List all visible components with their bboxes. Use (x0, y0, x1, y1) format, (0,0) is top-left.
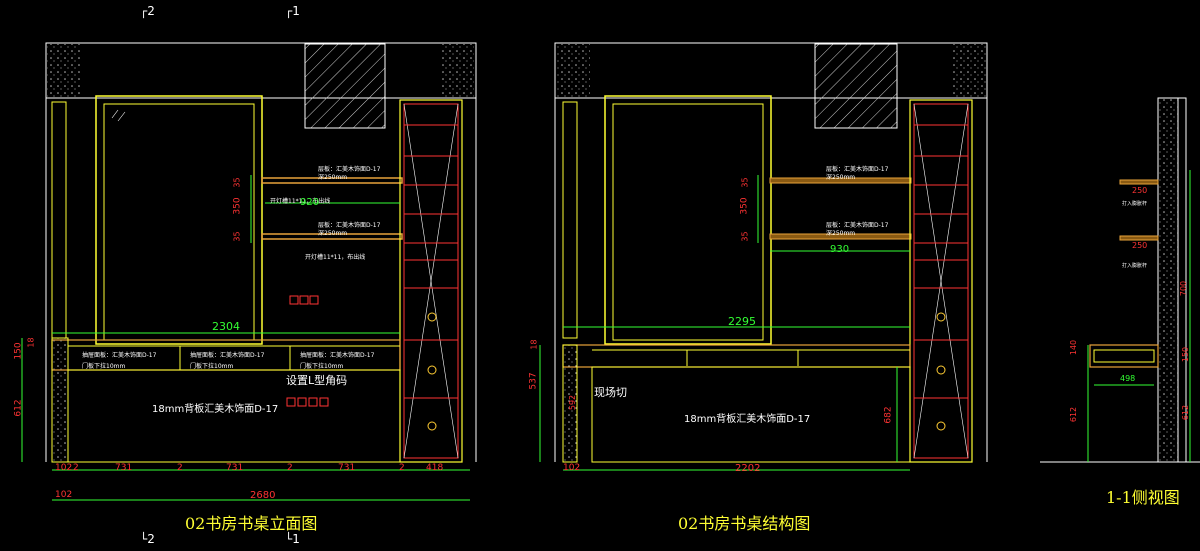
shelf-spec-note-2: 层板：汇美木饰面D-17 (318, 222, 381, 229)
struct-shelf-spec: 层板：汇美木饰面D-17 (826, 166, 889, 173)
structure-title: 02书房书桌结构图 (678, 514, 811, 533)
side-title: 1-1侧视图 (1106, 488, 1180, 507)
dim-2304: 2304 (212, 320, 240, 333)
structure-view (539, 42, 988, 471)
wall-concrete (47, 44, 81, 98)
shelf-depth-note-2: 深250mm (318, 230, 348, 237)
dim-498: 498 (1120, 374, 1136, 383)
struct-dim-102: 102 (563, 463, 581, 473)
struct-shelf-spec-2: 层板：汇美木饰面D-17 (826, 222, 889, 229)
dim-418: 418 (426, 463, 444, 473)
l-corner-note: 设置L型角码 (286, 374, 348, 387)
section-mark-2-number: 2 (147, 4, 155, 18)
shelf-upper-struct (769, 177, 912, 184)
wall-column (304, 43, 386, 129)
section-mark-2-top: ┌2 (140, 4, 155, 18)
shelf-depth-note: 深250mm (318, 174, 348, 181)
dim-731-b: 731 (226, 463, 244, 473)
window-glass (103, 103, 255, 341)
dim-102: 102 (55, 463, 73, 473)
dim-930: 930 (830, 244, 850, 255)
drawer-spec-3: 抽屉面板：汇美木饰面D-17 (300, 352, 375, 359)
dim-2-c: 2 (287, 463, 293, 473)
dim-35-b: 35 (232, 231, 242, 242)
window-frame (95, 95, 263, 345)
drawer-gap-2: 门板下拉10mm (190, 363, 234, 370)
section-mark-1-number: 1 (292, 4, 300, 18)
groove-note-2: 开灯槽11*11，布出线 (305, 254, 366, 261)
side-desk (1089, 344, 1159, 368)
dim-150: 150 (13, 342, 24, 360)
elevation-title: 02书房书桌立面图 (185, 514, 318, 533)
side-shelf-1 (1119, 179, 1159, 185)
dim-2202: 2202 (735, 463, 761, 474)
wall-concrete-right (440, 44, 474, 98)
groove-note-1: 开灯槽11*11，布出线 (270, 198, 331, 205)
screw-note-1: 打入膨胀杆 (1122, 201, 1148, 207)
dim-2-b: 2 (177, 463, 183, 473)
dim-350: 350 (232, 197, 243, 215)
knob (427, 312, 437, 322)
site-cut-note: 现场切 (594, 386, 627, 399)
section-mark-2-number-bottom: 2 (147, 532, 155, 546)
side-dim-612: 612 (1181, 404, 1191, 421)
drawer-spec-1: 抽屉面板：汇美木饰面D-17 (82, 352, 157, 359)
dim-592: 592 (568, 394, 578, 411)
dim-2-a: 2 (73, 463, 79, 473)
side-dim-250-a: 250 (1132, 186, 1148, 195)
dim-682: 682 (883, 406, 894, 424)
drawer-gap-3: 门板下拉10mm (300, 363, 344, 370)
back-panel-note: 18mm背板汇美木饰面D-17 (152, 404, 279, 415)
dim-731-a: 731 (115, 463, 133, 473)
struct-back-panel-note: 18mm背板汇美木饰面D-17 (684, 414, 811, 425)
ceiling-outline-2 (554, 42, 988, 99)
struct-dim-35-b: 35 (740, 231, 750, 242)
shelf-upper (261, 177, 403, 184)
side-dim-612-left: 612 (1069, 406, 1079, 423)
dim-700: 700 (1179, 280, 1189, 297)
struct-dim-350: 350 (739, 197, 750, 215)
drawer-gap-1: 门板下拉10mm (82, 363, 126, 370)
section-mark-1-bottom: └1 (285, 532, 300, 546)
elevation-view (21, 42, 477, 501)
dim-18: 18 (26, 337, 36, 348)
shelf-lower (261, 233, 403, 240)
struct-shelf-depth: 深250mm (826, 174, 856, 181)
section-mark-1-top: ┌1 (285, 4, 300, 18)
shelf-spec-note: 层板：汇美木饰面D-17 (318, 166, 381, 173)
dim-2295: 2295 (728, 315, 756, 328)
dim-2680: 2680 (250, 490, 276, 501)
dim-920: 920 (300, 197, 320, 208)
side-dim-150: 150 (1181, 346, 1191, 363)
section-mark-1-number-bottom: 1 (292, 532, 300, 546)
desk-back-panel (67, 369, 401, 463)
struct-dim-18: 18 (529, 339, 539, 350)
desk-struct (562, 344, 911, 368)
dim-731-c: 731 (338, 463, 356, 473)
dim-2-d: 2 (399, 463, 405, 473)
screw-note-2: 打入膨胀杆 (1122, 263, 1148, 269)
dim-35: 35 (232, 177, 242, 188)
drawer-spec-2: 抽屉面板：汇美木饰面D-17 (190, 352, 265, 359)
ceiling-outline (45, 42, 477, 99)
side-wall (1157, 97, 1179, 463)
dim-612: 612 (13, 399, 24, 417)
struct-shelf-depth-2: 深250mm (826, 230, 856, 237)
struct-dim-35: 35 (740, 177, 750, 188)
side-dim-250-b: 250 (1132, 241, 1148, 250)
bookcase (399, 99, 463, 463)
section-mark-2-bottom: └2 (140, 532, 155, 546)
dim-140: 140 (1069, 339, 1079, 356)
dim-537: 537 (528, 372, 539, 390)
side-view (1040, 97, 1200, 463)
dim-102-b: 102 (55, 490, 73, 500)
